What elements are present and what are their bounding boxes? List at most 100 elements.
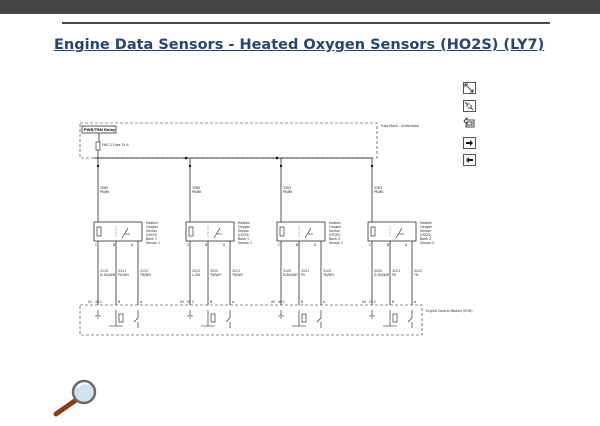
pin-label: A [232, 300, 235, 304]
wire-color: TN/WH [139, 273, 152, 277]
ecm-label: Engine Control Module (ECM) [426, 309, 473, 313]
sensor-name: Sensor [420, 229, 432, 233]
feed-color-label: PK/BK [192, 190, 202, 194]
sensor-name: Sensor 2 [238, 241, 252, 245]
sensor-name: Heated [238, 221, 250, 225]
resistor-symbol [210, 313, 216, 323]
pin-label: A [405, 243, 408, 247]
sensor-name: (HO2S) [238, 233, 249, 237]
circuit-number: 3121 [301, 269, 309, 273]
pin-label: C [283, 300, 286, 304]
wire-color: TN [413, 273, 419, 277]
ground-symbol [278, 310, 284, 319]
resistor-symbol [301, 313, 307, 323]
pin-label: A [223, 243, 226, 247]
feed-circuit-label: 3280 [192, 186, 200, 190]
sensor-name: Sensor [146, 229, 158, 233]
wire-color: D-GN/WH [100, 273, 116, 277]
wire-color: D-GN/WH [374, 273, 390, 277]
sensor-name: (HO2S) [329, 233, 340, 237]
sensor-name: Heated [146, 221, 158, 225]
feed-color-label: PK/BK [100, 190, 110, 194]
circuit-number: 3122 [323, 269, 331, 273]
relay-label: PWR/TRN Relay [84, 128, 116, 132]
sensor-name: Oxygen [238, 225, 250, 229]
circuit-number: 3110 [100, 269, 108, 273]
pin-label: C [100, 300, 103, 304]
feed-circuit-label: 3280 [100, 186, 108, 190]
circuit-number: 3212 [192, 269, 200, 273]
pin-label: B [387, 243, 389, 247]
pin-label: A [140, 300, 143, 304]
sensor-switch [304, 227, 313, 239]
next-arrow-icon[interactable] [463, 137, 476, 149]
pin-label: 53 [369, 300, 373, 304]
heater-element [279, 226, 285, 237]
zoom-in-icon[interactable] [463, 82, 476, 94]
ecm-switch [225, 310, 231, 328]
circuit-number: 3112 [140, 269, 148, 273]
circuit-number: 3220 [374, 269, 382, 273]
return-arrow-icon[interactable] [463, 117, 476, 129]
pin-label: B [205, 243, 207, 247]
header-rule [62, 22, 550, 24]
sensor-switch [213, 227, 222, 239]
sensor-name: Bank 2 [329, 237, 340, 241]
fuse-block-outline [79, 122, 378, 159]
sensor-name: Bank 2 [420, 237, 431, 241]
circuit-number: 3222 [414, 269, 422, 273]
ecm-circuit [109, 310, 123, 327]
pin-label: B [296, 243, 298, 247]
circuit-number: 3120 [283, 269, 291, 273]
heater-element [96, 226, 102, 237]
previous-arrow-icon[interactable] [463, 154, 476, 166]
ecm-circuit [383, 310, 397, 327]
sensor-name: Oxygen [329, 225, 341, 229]
sensor-name: Bank 1 [238, 237, 249, 241]
pin-label: C [278, 243, 281, 247]
top-bar [0, 0, 600, 14]
zoom-out-icon[interactable] [463, 100, 476, 112]
pin-label: C [369, 243, 372, 247]
sensor-name: Heated [329, 221, 341, 225]
pin-label: C [374, 300, 377, 304]
magnifier-icon[interactable] [50, 378, 102, 418]
sensor-box [276, 221, 326, 242]
ground-symbol [187, 310, 193, 319]
connector-label: X2 [88, 300, 92, 304]
wire-color: TN/WH [322, 273, 335, 277]
wire-color: D-BU/WH [283, 273, 298, 277]
feed-circuit-label: 3283 [374, 186, 382, 190]
pin-label: C [187, 243, 190, 247]
sensor-name: Sensor [238, 229, 250, 233]
pin-label: A [314, 243, 317, 247]
sensor-name: Oxygen [146, 225, 158, 229]
circuit-number: 3210 [210, 269, 218, 273]
fuse-symbol [95, 141, 101, 151]
ground-symbol [95, 310, 101, 319]
ground-symbol [369, 310, 375, 319]
pin-label: A [131, 243, 134, 247]
wire-color: PU/WH [118, 273, 129, 277]
pin-label: C [95, 243, 98, 247]
sensor-switch [395, 227, 404, 239]
circuit-number: 3221 [392, 269, 400, 273]
pin-label: B [113, 243, 115, 247]
pin-label: B [118, 300, 120, 304]
wire-color: PU [301, 273, 306, 277]
feed-color-label: PK/BK [283, 190, 293, 194]
sensor-box [367, 221, 417, 242]
circuit-number: 3211 [232, 269, 240, 273]
ecm-circuit [201, 310, 215, 327]
connector-label: X2 [180, 300, 184, 304]
sensor-box [93, 221, 143, 242]
pin-label: B [210, 300, 212, 304]
sensor-switch [121, 227, 130, 239]
pin-label: B [392, 300, 394, 304]
ecm-switch [316, 310, 322, 328]
sensor-name: (HO2S) [146, 233, 157, 237]
pin-label: 48 [95, 300, 99, 304]
wire-color: TN/WH [209, 273, 222, 277]
pin-label: A [323, 300, 326, 304]
